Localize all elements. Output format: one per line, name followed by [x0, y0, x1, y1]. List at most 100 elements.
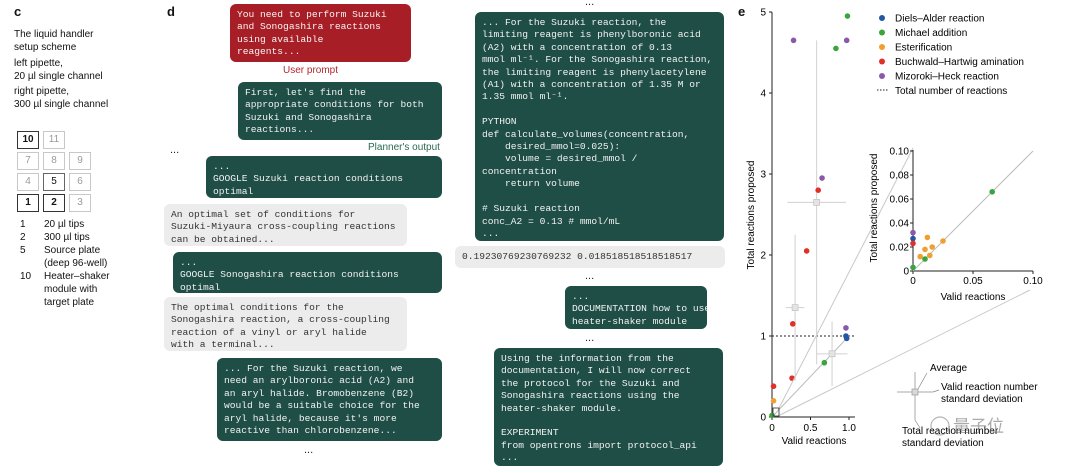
inset-reference — [912, 150, 1034, 272]
inset-data-point — [910, 240, 916, 247]
deck-slot-2: 2 — [43, 194, 65, 212]
main-x-label: Valid reactions — [782, 436, 847, 447]
panel-c-letter: c — [14, 4, 22, 19]
watermark-text: 量子位 — [953, 417, 1004, 436]
average-marker — [791, 304, 799, 311]
inset-x-tick-label: 0 — [910, 276, 916, 287]
deck-slot-6: 6 — [69, 173, 91, 191]
inset-data-point — [940, 238, 946, 244]
deck-slot-9: 9 — [69, 152, 91, 170]
planner-output-bubble-2: ... For the Suzuki reaction, we need an … — [217, 358, 442, 441]
main-plot-axes — [771, 12, 855, 418]
main-y-tick-label: 2 — [760, 251, 766, 262]
watermark-logo-icon — [930, 416, 950, 436]
main-reference — [771, 335, 855, 418]
inset-x-label: Valid reactions — [941, 292, 1006, 303]
main-data-point — [819, 175, 825, 181]
key-total-label-1: Total reaction number — [902, 426, 999, 437]
ellipsis-right-2: ... — [585, 332, 595, 344]
deck-slot-3: 3 — [69, 194, 91, 212]
inset-connector-2 — [777, 289, 1031, 417]
deck-slot-1: 1 — [17, 194, 39, 212]
inset-y-tick-label: 0 — [903, 267, 909, 278]
main-data-point — [815, 187, 821, 193]
deck-slot-10: 10 — [17, 131, 39, 149]
inset-data-point — [924, 234, 931, 241]
inset-data-point — [922, 256, 928, 262]
main-x-tick-label: 0 — [769, 423, 775, 434]
key-valid-label-2: standard deviation — [941, 394, 1023, 405]
main-x-tick-label: 0.5 — [804, 423, 818, 434]
main-y-tick-label: 0 — [760, 413, 766, 424]
legend-label: Diels–Alder reaction — [895, 14, 985, 25]
google-sonogashira-bubble: ... GOOGLE Sonogashira reaction conditio… — [173, 252, 442, 293]
inset-data-point — [929, 244, 935, 250]
key-total-label-2: standard deviation — [902, 438, 984, 449]
main-data-point — [833, 45, 839, 52]
python-output-bubble: 0.19230769230769232 0.018518518518518517 — [455, 246, 725, 268]
key-average-label: Average — [930, 363, 968, 374]
inset-y-tick-label: 0.02 — [890, 243, 910, 254]
legend-marker — [879, 58, 885, 65]
inset-y-tick-label: 0.10 — [890, 147, 910, 158]
legend-label: Buchwald–Hartwig amination — [895, 57, 1024, 68]
main-points — [769, 13, 851, 419]
final-protocol-bubble: Using the information from the documenta… — [494, 348, 723, 466]
user-prompt-bubble: You need to perform Suzuki and Sonogashi… — [230, 4, 411, 62]
inset-data-point — [922, 246, 928, 253]
deck-grid: 10 11 7 8 9 4 5 6 1 2 3 — [17, 131, 101, 212]
suzuki-result-bubble: An optimal set of conditions for Suzuki-… — [164, 204, 407, 246]
key-average-pointer — [917, 372, 928, 390]
inset-data-point — [989, 189, 995, 195]
main-y-tick-label: 1 — [760, 332, 766, 343]
google-suzuki-bubble: ... GOOGLE Suzuki reaction conditions op… — [206, 156, 442, 198]
main-data-point — [843, 37, 850, 44]
inset-data-point — [910, 229, 916, 236]
watermark: 量子位 — [930, 416, 1004, 436]
main-diagonal-line — [771, 335, 850, 418]
main-data-point — [770, 383, 777, 390]
main-data-point — [844, 13, 851, 19]
average-marker — [813, 199, 820, 206]
legend-label: Esterification — [895, 43, 952, 54]
main-data-point — [821, 359, 828, 366]
ellipsis-left-1: ... — [170, 144, 180, 156]
average-marker — [828, 350, 836, 358]
main-y-label: Total reactions proposed — [746, 161, 757, 270]
inset-x-tick-label: 0.05 — [963, 276, 983, 287]
legend-marker — [879, 44, 885, 50]
panel-e-letter: e — [738, 4, 746, 19]
inset-y-tick-label: 0.06 — [890, 195, 910, 206]
main-y-tick-label: 3 — [760, 170, 766, 181]
main-y-tick-label: 4 — [760, 89, 766, 100]
key-total-pointer — [914, 419, 921, 429]
ellipsis-left-2: ... — [304, 444, 314, 456]
planner-output-bubble-1: First, let's find the appropriate condit… — [238, 82, 442, 140]
deck-slot-8: 8 — [43, 152, 65, 170]
zoom-region-box — [772, 407, 780, 417]
legend-marker — [879, 15, 885, 21]
main-data-point — [769, 412, 775, 419]
inset-diagonal-line — [912, 150, 1034, 272]
main-data-point — [770, 398, 777, 404]
planner-output-caption: Planner's output — [368, 142, 440, 153]
main-data-point — [843, 325, 849, 331]
main-data-point — [790, 37, 797, 44]
inset-data-point — [910, 264, 916, 271]
inset-data-point — [917, 253, 923, 260]
ellipsis-right-1: ... — [585, 270, 595, 282]
inset-y-label: Total reactions proposed — [869, 154, 880, 263]
main-data-point — [803, 248, 810, 254]
inset-y-tick-label: 0.08 — [890, 171, 910, 182]
documentation-bubble: ... DOCUMENTATION how to use heater-shak… — [565, 286, 710, 329]
inset-connector-1 — [777, 147, 914, 411]
key-valid-pointer — [932, 389, 940, 393]
inset-y-tick-label: 0.04 — [890, 219, 910, 230]
error-bar-key — [897, 372, 940, 429]
main-data-point — [843, 335, 850, 342]
legend-marker — [879, 73, 885, 79]
right-pipette-label: right pipette,300 µl single channel — [14, 86, 109, 110]
